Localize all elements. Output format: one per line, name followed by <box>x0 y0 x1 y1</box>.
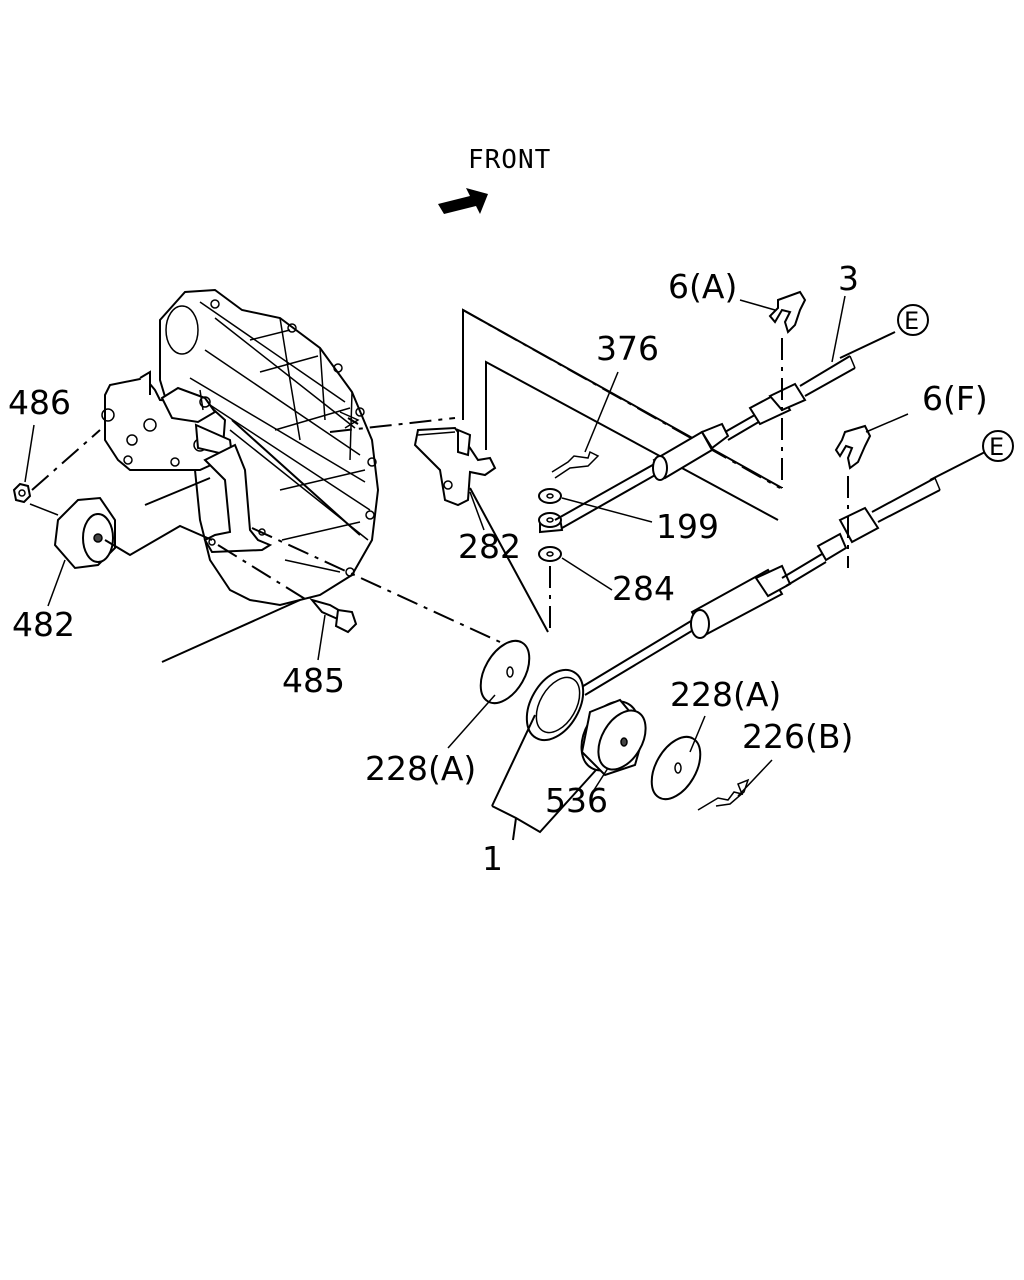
washer-284 <box>538 546 562 562</box>
pin-226b <box>697 778 750 811</box>
callout-376: 376 <box>596 329 659 368</box>
assembly-bracket <box>491 714 597 834</box>
callout-485: 485 <box>282 661 345 700</box>
callout-1: 1 <box>482 839 503 878</box>
nut-486 <box>12 482 32 504</box>
grommet-536 <box>580 698 647 777</box>
callout-226b: 226(B) <box>742 717 853 756</box>
callout-536: 536 <box>545 781 608 820</box>
callout-228a-left: 228(A) <box>365 749 476 788</box>
cable-lower <box>579 451 986 696</box>
callout-482: 482 <box>12 605 75 644</box>
callout-199: 199 <box>656 507 719 546</box>
pin-376 <box>551 450 600 479</box>
front-arrow-icon <box>438 188 488 214</box>
ref-marker-upper-label: E <box>904 307 919 335</box>
ref-marker-upper <box>897 304 929 336</box>
callout-284: 284 <box>612 569 675 608</box>
washer-199 <box>538 488 564 534</box>
retainer-ring <box>525 668 585 742</box>
washer-228a-right <box>650 735 702 801</box>
front-label: FRONT <box>468 145 551 175</box>
callout-228a-right: 228(A) <box>670 675 781 714</box>
mount-bracket <box>203 443 273 554</box>
callout-3: 3 <box>838 259 859 298</box>
clip-6a <box>768 290 807 334</box>
washer-228a-left <box>479 639 531 705</box>
clip-6f <box>834 424 872 470</box>
shift-tower <box>101 370 234 471</box>
callout-282: 282 <box>458 527 521 566</box>
ref-marker-lower <box>982 430 1014 462</box>
cable-3-upper <box>554 331 896 529</box>
callout-6f: 6(F) <box>922 379 988 418</box>
bolt-485 <box>309 598 358 634</box>
bracket-282 <box>413 426 497 507</box>
bushing-482 <box>53 496 116 570</box>
ref-marker-lower-label: E <box>989 433 1004 461</box>
callout-486: 486 <box>8 383 71 422</box>
callout-6a: 6(A) <box>668 267 737 306</box>
